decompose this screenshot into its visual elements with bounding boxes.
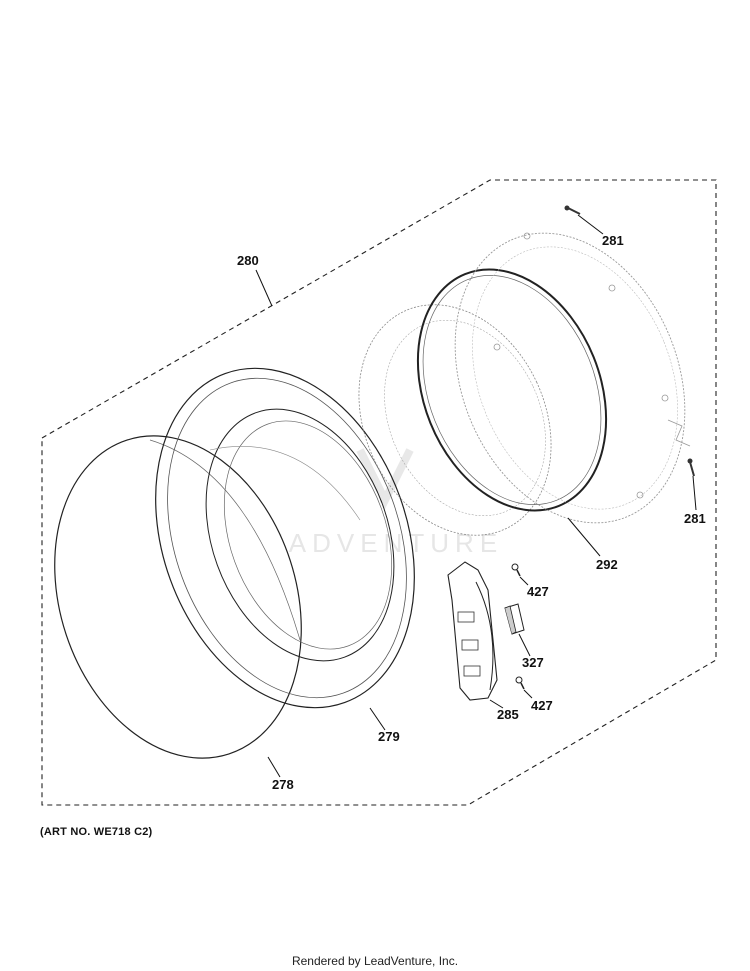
- callout-281-top: 281: [602, 233, 624, 248]
- screw-427-lower-part: [515, 676, 525, 690]
- hinge-part: [447, 561, 498, 701]
- door-frame-part: [155, 367, 415, 709]
- callout-292: 292: [596, 557, 618, 572]
- inner-bowl-part: [358, 304, 552, 536]
- assembly-boundary: [41, 179, 717, 806]
- callout-281-right: 281: [684, 511, 706, 526]
- leader-lines: [255, 214, 697, 778]
- callout-427-lower: 427: [531, 698, 553, 713]
- callout-279: 279: [378, 729, 400, 744]
- screw-427-upper-part: [511, 563, 521, 577]
- callout-427-upper: 427: [527, 584, 549, 599]
- callout-285: 285: [497, 707, 519, 722]
- inner-panel-part: [454, 232, 691, 524]
- callout-327: 327: [522, 655, 544, 670]
- callout-280: 280: [237, 253, 259, 268]
- screw-top-part: [564, 205, 581, 215]
- switch-part: [504, 603, 525, 635]
- screw-right-part: [687, 458, 695, 477]
- callout-278: 278: [272, 777, 294, 792]
- art-number-label: (ART NO. WE718 C2): [40, 826, 153, 838]
- render-credit: Rendered by LeadVenture, Inc.: [291, 954, 459, 968]
- gasket-part: [416, 268, 608, 512]
